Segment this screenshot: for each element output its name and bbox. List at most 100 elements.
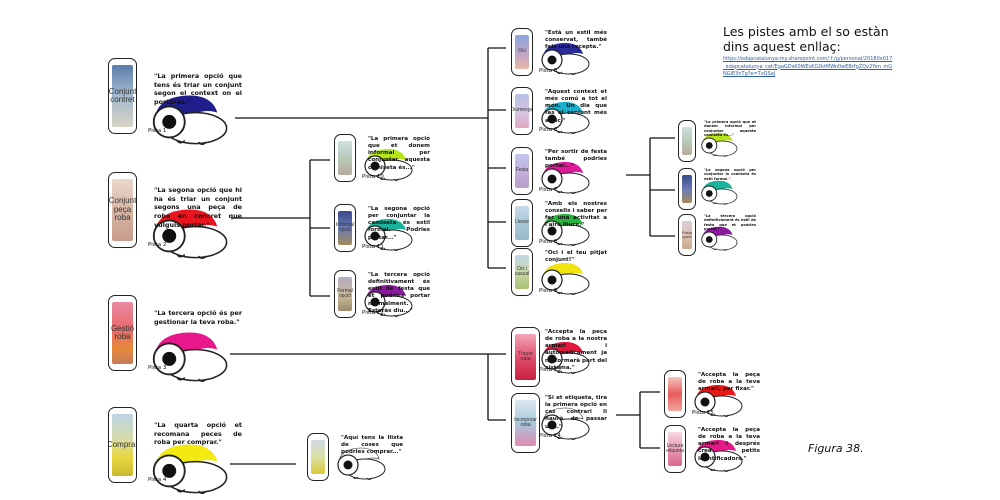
character-icon bbox=[541, 43, 590, 75]
phone-screen-label: Incorporar roba bbox=[514, 416, 537, 428]
character-icon bbox=[701, 132, 738, 157]
track-label: Pista 15 bbox=[692, 410, 714, 416]
phone-screen-label: Festa bbox=[515, 167, 529, 174]
character-icon bbox=[694, 385, 743, 417]
character-icon bbox=[541, 342, 590, 374]
phone-mockup: Gestió roba bbox=[108, 295, 137, 371]
phone-screen-image: Conjunt contret bbox=[109, 65, 136, 127]
track-label: Pista 14 bbox=[539, 433, 561, 439]
track-label: Pista 8 bbox=[539, 239, 558, 245]
audio-tracks-link[interactable]: https://edapcatalunya-my.sharepoint.com/… bbox=[723, 56, 893, 77]
phone-screen-image: Conjunt peça roba bbox=[109, 179, 136, 241]
track-label: Pista 11 bbox=[362, 244, 384, 250]
phone-mockup bbox=[334, 134, 356, 182]
character-icon bbox=[541, 214, 590, 246]
phone-screen-image: Festa opció bbox=[682, 221, 692, 249]
phone-screen-image: Gestió roba bbox=[110, 302, 135, 364]
narration-quote: "Amb els nostres consells i saber per fe… bbox=[545, 201, 607, 229]
track-label: Pista 9 bbox=[539, 288, 558, 294]
phone-mockup: Festa opció bbox=[678, 214, 696, 256]
phone-screen-image: Oci bbox=[515, 35, 529, 69]
phone-screen-label: Diumenge bbox=[511, 107, 533, 114]
phone-mockup: Informal opció bbox=[334, 204, 356, 252]
narration-quote: "Accepta la peça de roba a la teva armar… bbox=[698, 427, 760, 462]
narration-quote: "Accepta la peça de roba a la teva armar… bbox=[698, 372, 760, 393]
phone-screen-label: Conjunt peça roba bbox=[108, 196, 137, 223]
narration-quote: "Aquest context et més comú a tot el món… bbox=[545, 89, 607, 124]
phone-screen-image bbox=[311, 440, 325, 474]
character-icon bbox=[701, 226, 738, 251]
narration-quote: "Accepta la peça de roba a la nostra arm… bbox=[545, 329, 607, 371]
character-icon bbox=[541, 263, 590, 295]
character-icon bbox=[701, 180, 738, 205]
phone-screen-image bbox=[682, 127, 692, 155]
narration-quote: "La quarta opció et recomana peces de ro… bbox=[154, 421, 242, 447]
phone-screen-label: Lleure bbox=[515, 219, 529, 226]
phone-mockup: Treure roba bbox=[511, 327, 540, 387]
phone-screen-image: Incorporar roba bbox=[514, 400, 537, 446]
phone-screen-label: Formal opció bbox=[337, 287, 353, 299]
narration-quote: "La tercera opció és per gestionar la te… bbox=[154, 309, 242, 326]
phone-mockup bbox=[664, 370, 686, 418]
links-note-title: Les pistes amb el so estàn dins aquest e… bbox=[723, 24, 889, 54]
phone-screen-image: Diumenge bbox=[512, 94, 532, 128]
track-label: Pista 13 bbox=[539, 367, 561, 373]
narration-quote: "La segona opció per conjuntar la camise… bbox=[704, 168, 756, 181]
character-icon bbox=[152, 209, 228, 260]
phone-mockup: Comprar bbox=[108, 407, 137, 483]
narration-quote: "La tercera opció definitivament és esti… bbox=[368, 272, 430, 314]
phone-screen-image: Lectura etiqueta bbox=[666, 432, 684, 466]
track-label: Pista 3 bbox=[148, 365, 167, 371]
phone-mockup: Formal opció bbox=[334, 270, 356, 318]
narration-quote: "La primera opció que et donem informal … bbox=[704, 120, 756, 137]
track-label: Pista 5 bbox=[539, 68, 558, 74]
phone-screen-image: Comprar bbox=[109, 414, 136, 476]
narration-quote: "Aquí tens la llista de coses que podrie… bbox=[341, 435, 403, 456]
phone-mockup: Incorporar roba bbox=[511, 393, 540, 453]
phone-screen-image bbox=[682, 175, 692, 203]
phone-screen-label: Festa opció bbox=[682, 229, 693, 239]
character-icon bbox=[152, 444, 228, 495]
narration-quote: "La primera opció que tens és triar un c… bbox=[154, 72, 242, 106]
phone-screen-image: Formal opció bbox=[337, 277, 353, 311]
track-label: Pista 2 bbox=[148, 242, 167, 248]
phone-screen-image: Festa bbox=[515, 154, 529, 188]
track-label: Pista 1 bbox=[148, 128, 167, 134]
narration-quote: "Per sortir de festa també podries porta… bbox=[545, 149, 607, 170]
narration-quote: "La primera opció que et donem informal … bbox=[368, 136, 430, 171]
character-icon bbox=[152, 332, 228, 383]
narration-quote: "Està un estil més conservat, també fals… bbox=[545, 30, 607, 51]
phone-screen-label: Informal opció bbox=[335, 221, 355, 233]
character-icon bbox=[337, 447, 386, 480]
phone-screen-label: Lectura etiqueta bbox=[666, 442, 684, 454]
character-icon bbox=[694, 440, 743, 472]
figure-caption: Figura 38. bbox=[808, 442, 864, 455]
phone-mockup bbox=[678, 120, 696, 162]
phone-screen-label: Treure roba bbox=[518, 350, 533, 362]
character-icon bbox=[541, 407, 590, 440]
phone-screen-label: Oci i casual bbox=[514, 265, 530, 277]
phone-mockup: Lleure bbox=[511, 199, 533, 247]
phone-mockup bbox=[307, 433, 329, 481]
track-label: Pista 7 bbox=[539, 187, 558, 193]
phone-mockup: Conjunt peça roba bbox=[108, 172, 137, 248]
character-icon bbox=[364, 285, 413, 317]
track-label: Pista 12 bbox=[362, 310, 384, 316]
narration-quote: "Si et etiqueta, tira la primera opció e… bbox=[545, 395, 607, 430]
phone-mockup bbox=[678, 168, 696, 210]
phone-screen-image bbox=[668, 377, 682, 411]
phone-screen-label: Gestió roba bbox=[110, 323, 135, 341]
character-icon bbox=[152, 95, 228, 146]
phone-screen-image: Informal opció bbox=[336, 211, 354, 245]
phone-screen-image: Lleure bbox=[515, 206, 529, 240]
character-icon bbox=[364, 149, 413, 181]
narration-quote: "La segona opció que hi ha és triar un c… bbox=[154, 186, 242, 229]
phone-mockup: Conjunt contret bbox=[108, 58, 137, 134]
narration-quote: "La tercera opció definitivament és esti… bbox=[704, 214, 756, 231]
narration-quote: "Oci i el teu pitjat conjunt!" bbox=[545, 250, 607, 264]
phone-screen-label: Comprar bbox=[108, 439, 137, 449]
phone-screen-image: Treure roba bbox=[515, 334, 536, 380]
phone-mockup: Oci bbox=[511, 28, 533, 76]
